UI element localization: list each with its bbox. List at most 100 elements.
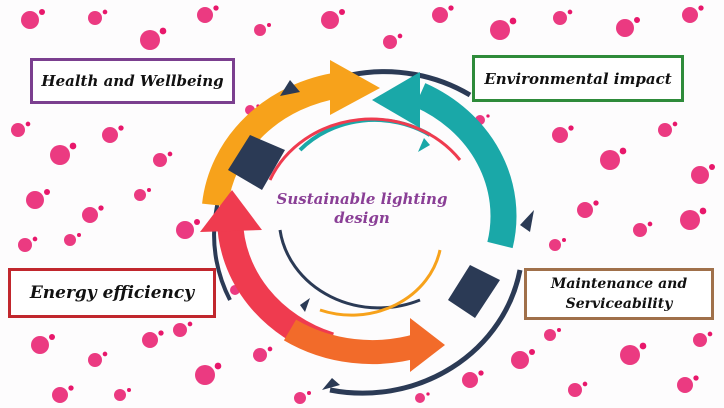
paint-splatter bbox=[31, 336, 49, 354]
paint-splatter bbox=[153, 153, 167, 167]
paint-droplet bbox=[25, 121, 31, 127]
paint-splatter bbox=[321, 11, 339, 29]
paint-splatter bbox=[680, 210, 700, 230]
paint-droplet bbox=[426, 392, 430, 396]
paint-splatter bbox=[415, 393, 425, 403]
paint-droplet bbox=[593, 200, 599, 206]
paint-splatter bbox=[114, 389, 126, 401]
paint-splatter bbox=[294, 392, 306, 404]
paint-droplet bbox=[448, 5, 454, 11]
paint-droplet bbox=[647, 221, 653, 227]
paint-splatter bbox=[50, 145, 70, 165]
paint-droplet bbox=[127, 388, 131, 392]
paint-droplet bbox=[214, 362, 222, 370]
center-title: Sustainable lighting design bbox=[276, 190, 448, 227]
orange-arrowhead bbox=[330, 60, 380, 115]
paint-splatter bbox=[253, 348, 267, 362]
paint-droplet bbox=[147, 188, 151, 192]
navy-small-arrowhead-top bbox=[280, 80, 300, 96]
paint-splatter bbox=[691, 166, 709, 184]
paint-droplet bbox=[478, 370, 484, 376]
paint-droplet bbox=[698, 5, 704, 11]
paint-droplet bbox=[102, 9, 108, 15]
paint-droplet bbox=[619, 147, 627, 155]
paint-droplet bbox=[639, 342, 647, 350]
paint-droplet bbox=[562, 238, 566, 242]
health-and-wellbeing-label: Health and Wellbeing bbox=[30, 58, 235, 104]
navy-block-left bbox=[228, 135, 285, 190]
outer-ring-arc-bottom bbox=[329, 269, 523, 396]
paint-droplet bbox=[102, 351, 108, 357]
paint-splatter bbox=[552, 127, 568, 143]
paint-splatter bbox=[633, 223, 647, 237]
paint-splatter bbox=[577, 202, 593, 218]
paint-splatter bbox=[432, 7, 448, 23]
paint-droplet bbox=[213, 5, 219, 11]
paint-splatter bbox=[52, 387, 68, 403]
paint-droplet bbox=[158, 330, 164, 336]
paint-droplet bbox=[187, 321, 193, 327]
paint-splatter bbox=[140, 30, 160, 50]
paint-splatter bbox=[658, 123, 672, 137]
paint-splatter bbox=[490, 20, 510, 40]
paint-splatter bbox=[254, 24, 266, 36]
paint-droplet bbox=[118, 125, 124, 131]
red-arrow bbox=[217, 219, 335, 358]
paint-droplet bbox=[44, 189, 50, 195]
paint-splatter bbox=[64, 234, 76, 246]
paint-droplet bbox=[167, 151, 173, 157]
paint-splatter bbox=[677, 377, 693, 393]
inner-ring-orange bbox=[319, 249, 442, 317]
paint-droplet bbox=[486, 114, 490, 118]
paint-splatter bbox=[26, 191, 44, 209]
deep-orange-arrowhead bbox=[410, 318, 445, 372]
paint-droplet bbox=[397, 33, 403, 39]
paint-splatter bbox=[88, 11, 102, 25]
paint-droplet bbox=[267, 346, 273, 352]
paint-splatter bbox=[134, 189, 146, 201]
paint-splatter bbox=[88, 353, 102, 367]
paint-droplet bbox=[49, 334, 55, 340]
paint-droplet bbox=[32, 236, 38, 242]
paint-splatter bbox=[18, 238, 32, 252]
paint-droplet bbox=[194, 219, 200, 225]
deep-orange-arrow bbox=[283, 319, 424, 365]
paint-splatter bbox=[553, 11, 567, 25]
paint-splatter bbox=[197, 7, 213, 23]
paint-splatter bbox=[462, 372, 478, 388]
paint-droplet bbox=[709, 164, 715, 170]
paint-droplet bbox=[307, 391, 311, 395]
paint-splatter bbox=[11, 123, 25, 137]
paint-splatter bbox=[682, 7, 698, 23]
inner-ring-navy bbox=[278, 229, 421, 310]
paint-splatter bbox=[568, 383, 582, 397]
paint-droplet bbox=[582, 381, 588, 387]
paint-droplet bbox=[557, 328, 561, 332]
inner-arrowhead-teal bbox=[418, 138, 430, 152]
paint-droplet bbox=[339, 9, 345, 15]
paint-droplet bbox=[634, 17, 640, 23]
paint-splatter bbox=[600, 150, 620, 170]
maintenance-serviceability-label: Maintenance and Serviceability bbox=[524, 268, 714, 320]
paint-splatter bbox=[195, 365, 215, 385]
paint-droplet bbox=[69, 142, 77, 150]
paint-splatter bbox=[549, 239, 561, 251]
navy-block-right bbox=[448, 265, 500, 318]
paint-droplet bbox=[39, 9, 45, 15]
paint-droplet bbox=[267, 23, 271, 27]
paint-splatter bbox=[142, 332, 158, 348]
paint-splatter bbox=[616, 19, 634, 37]
environmental-impact-label: Environmental impact bbox=[472, 55, 684, 102]
paint-droplet bbox=[77, 233, 81, 237]
paint-droplet bbox=[699, 207, 707, 215]
paint-droplet bbox=[568, 125, 574, 131]
teal-arrow bbox=[414, 83, 517, 249]
paint-droplet bbox=[672, 121, 678, 127]
inner-arrowhead-navy bbox=[300, 298, 310, 312]
paint-splatter bbox=[620, 345, 640, 365]
inner-ring-red bbox=[268, 117, 462, 181]
paint-droplet bbox=[509, 17, 517, 25]
energy-efficiency-label: Energy efficiency bbox=[8, 268, 216, 318]
